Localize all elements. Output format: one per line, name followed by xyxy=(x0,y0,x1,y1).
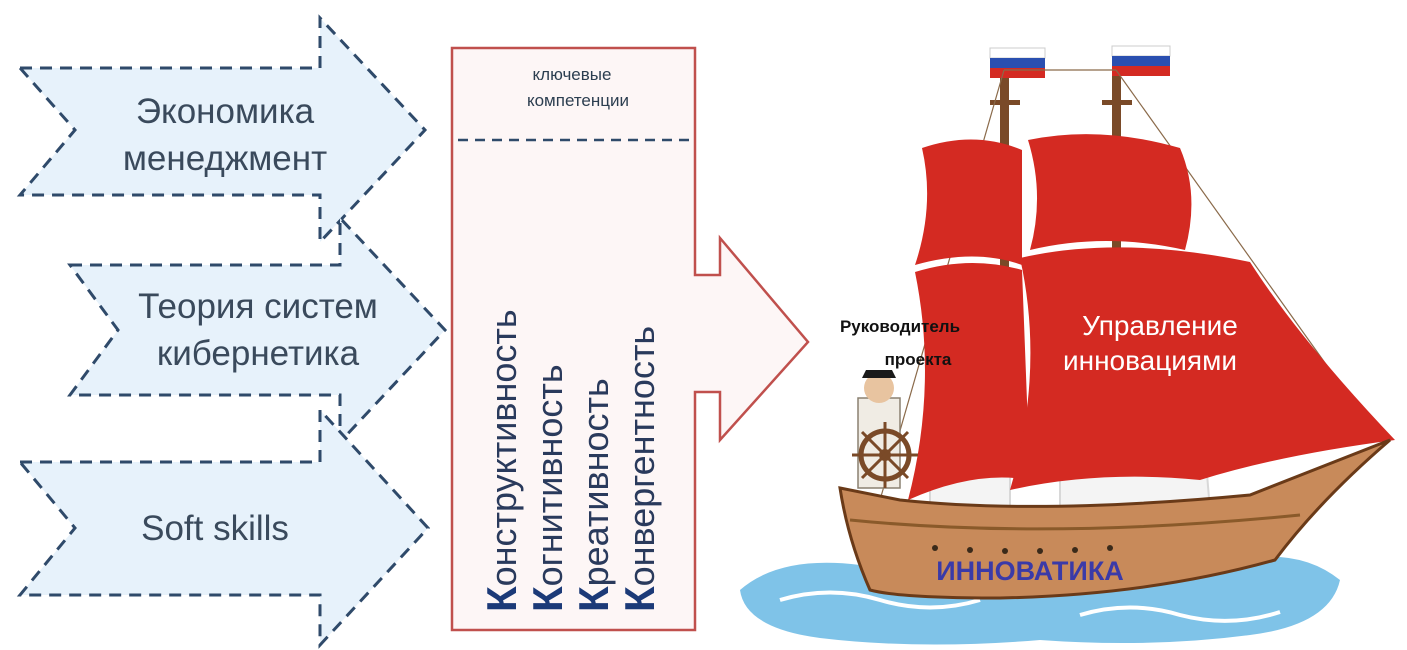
captain-label-line2: проекта xyxy=(885,350,952,369)
hull-label: ИННОВАТИКА xyxy=(936,556,1124,586)
sail-label-line1: Управление xyxy=(1082,310,1238,341)
ship-illustration: Руководитель проекта Управление инноваци… xyxy=(740,45,1395,645)
competencies-title-line1: ключевые xyxy=(533,65,612,84)
competency-cognitivity: Когнитивность xyxy=(524,364,571,612)
arrow-economics-line2: менеджмент xyxy=(123,139,327,178)
competency-convergence: Конвергентность xyxy=(616,326,663,612)
competency-constructivity: Конструктивность xyxy=(478,309,525,612)
arrow-systems-theory-line1: Теория систем xyxy=(138,287,378,326)
flag-front-icon xyxy=(989,47,1046,78)
arrow-systems-theory: Теория систем кибернетика xyxy=(67,214,448,446)
flag-rear-icon xyxy=(1111,45,1171,76)
ship-hull xyxy=(838,438,1391,600)
arrow-systems-theory-line2: кибернетика xyxy=(157,334,360,373)
arrow-soft-skills: Soft skills xyxy=(16,406,431,649)
arrow-economics: Экономика менеджмент xyxy=(16,14,428,246)
captain-label-line1: Руководитель xyxy=(840,317,960,336)
competency-creativity: Креативность xyxy=(570,378,617,612)
arrow-soft-skills-label: Soft skills xyxy=(141,509,289,548)
competencies-arrow: ключевые компетенции Конструктивность Ко… xyxy=(450,46,810,632)
red-sails xyxy=(908,134,1395,500)
sail-label-line2: инновациями xyxy=(1063,345,1237,376)
competencies-title-line2: компетенции xyxy=(527,91,629,110)
arrow-economics-line1: Экономика xyxy=(136,92,315,131)
ship-wheel-icon xyxy=(852,422,918,488)
